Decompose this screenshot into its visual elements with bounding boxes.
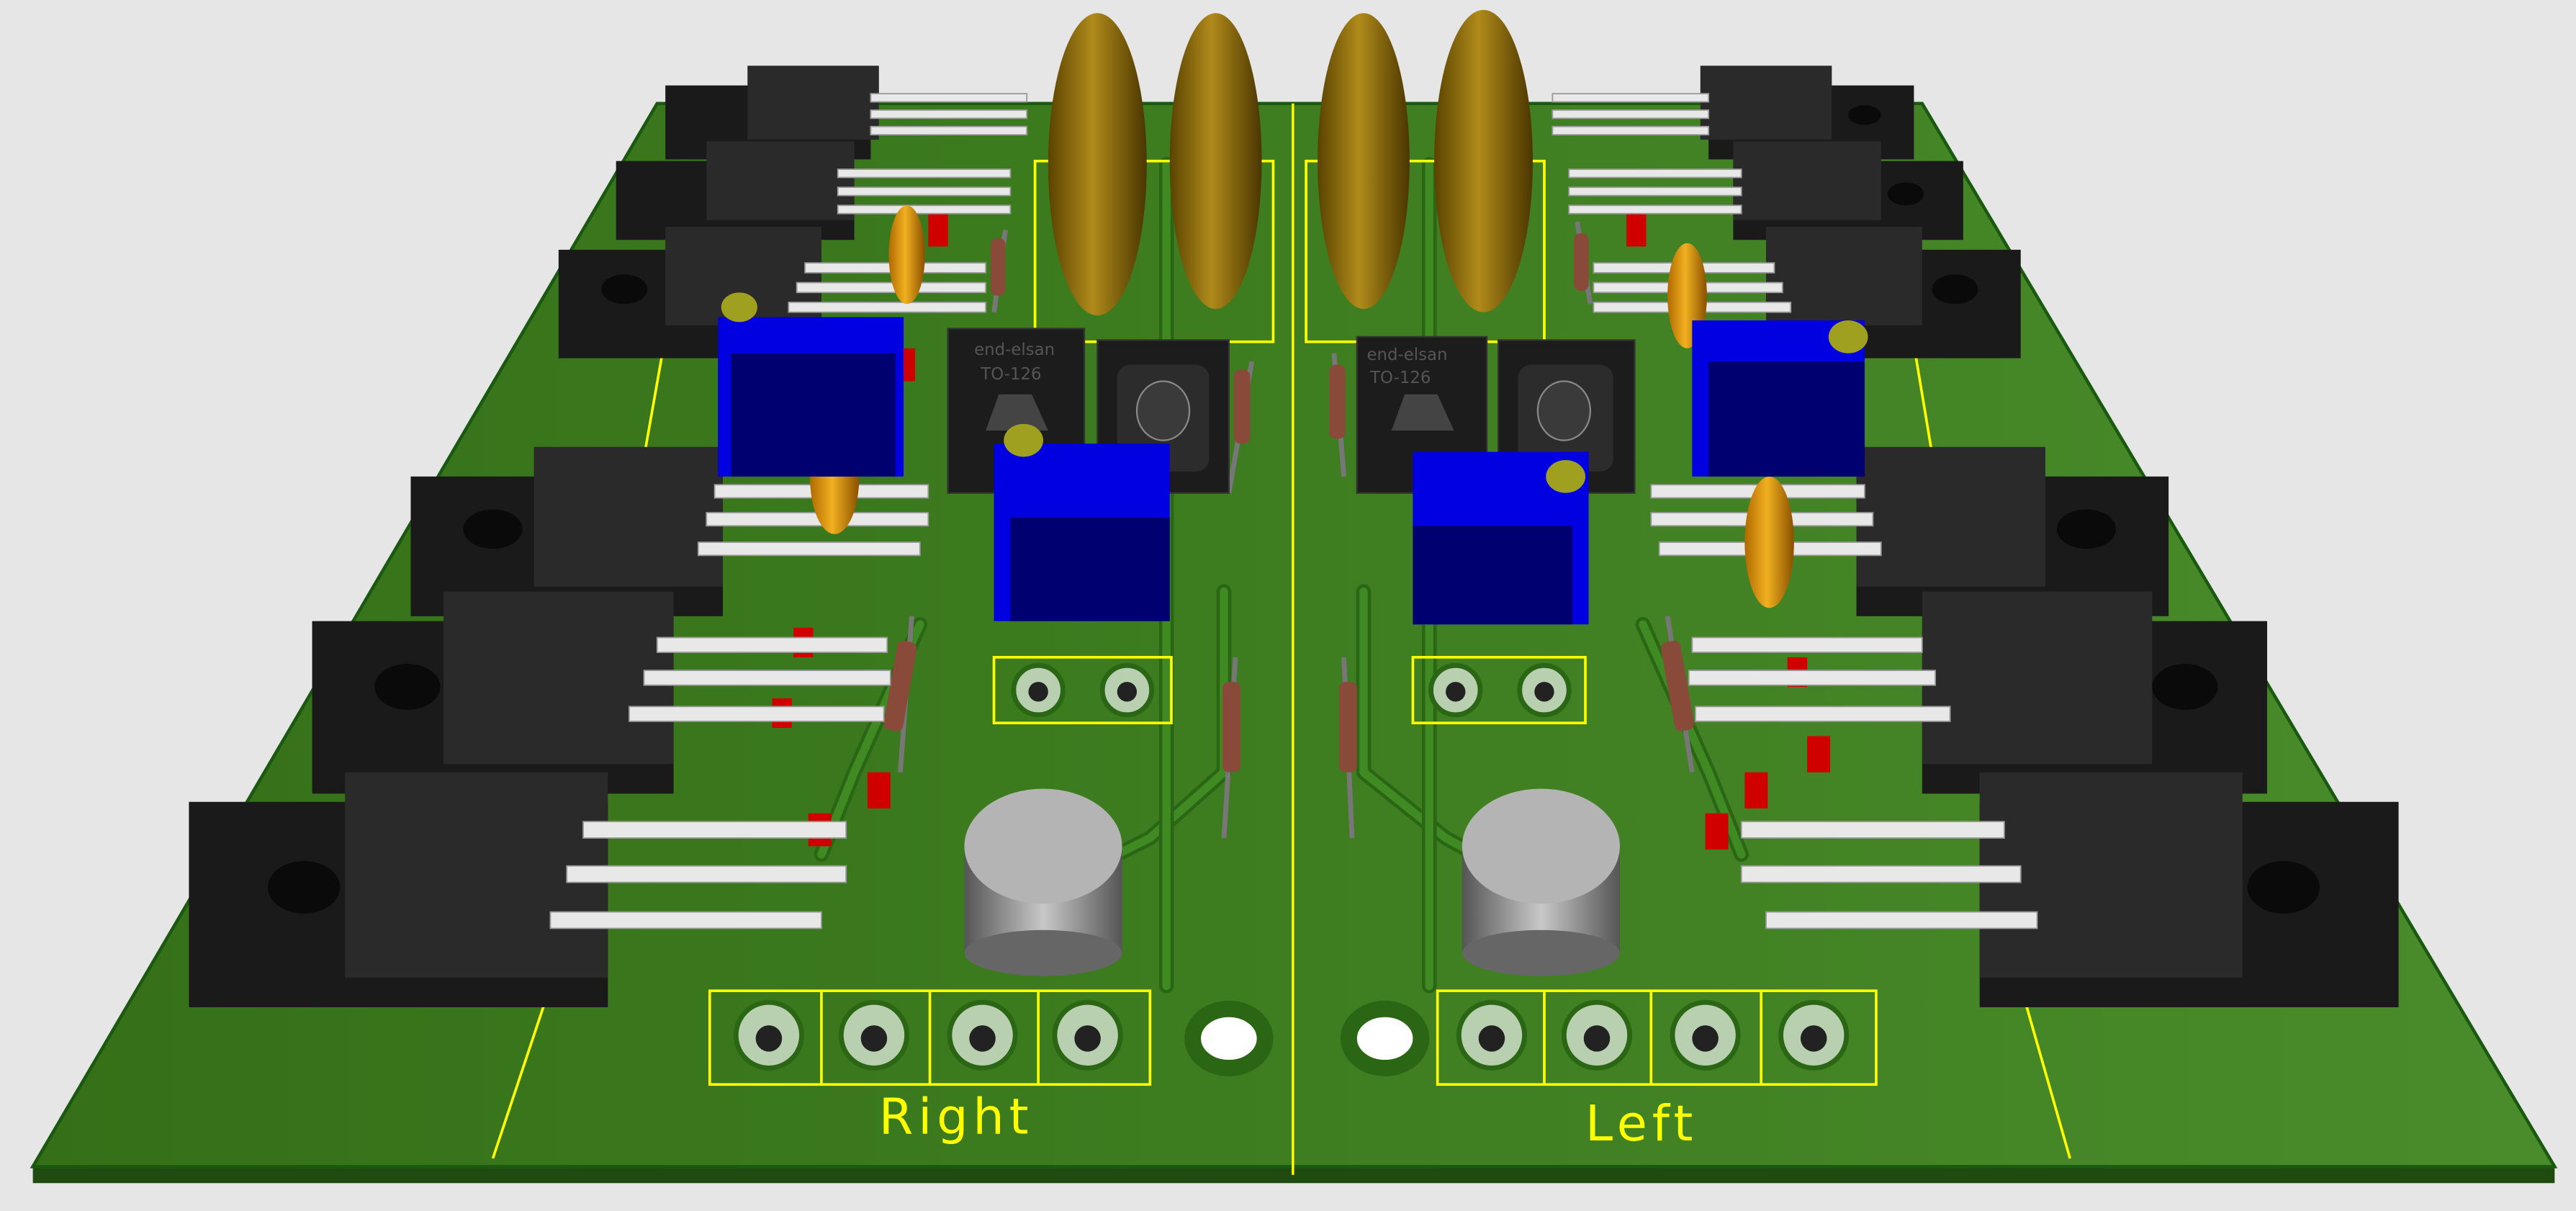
power-transistors-left-channel [1552,66,2399,1008]
capacitor [1744,476,1794,608]
capacitor [1048,13,1147,316]
capacitor [888,205,925,305]
channel-label-right: Right [879,1089,1033,1146]
capacitor [1434,9,1534,312]
resistor [1233,369,1251,444]
cylinder-component [964,788,1122,976]
component-marking: TO-126 [980,365,1041,384]
mounting-hole [1341,1000,1430,1076]
resistor [990,238,1006,296]
trimmer [718,292,904,477]
resistor [1661,641,1694,731]
mounting-hole [1184,1000,1274,1076]
input-pads [992,656,1587,725]
cylindrical-components [964,788,1620,976]
resistor-bodies [883,233,1694,773]
component-marking: end-elsan [974,341,1055,359]
mounting-holes [1184,1000,1430,1076]
resistor [1329,364,1346,439]
to220-transistor [1740,772,2399,1008]
output-terminal-right [708,989,1152,1086]
resistor [1338,682,1357,773]
output-terminal-left [1436,989,1878,1086]
power-transistors-right-channel [189,66,1028,1008]
resistor [1574,233,1589,291]
capacitor [1318,13,1410,310]
to220-transistor [189,772,847,1008]
component-marking: TO-126 [1369,369,1431,387]
resistor [883,641,917,731]
to220-transistor [1593,226,2021,359]
component-marking: end-elsan [1367,346,1448,364]
to220-transistor [312,591,891,794]
trimmer [994,423,1170,621]
capacitor [1169,13,1262,310]
channel-label-left: Left [1585,1095,1698,1153]
to220-transistor [1688,591,2268,794]
trimmer-potentiometers [718,292,1868,625]
trimmer [1413,451,1589,625]
resistor [1222,682,1240,773]
trimmer [1692,320,1868,477]
electrolytic-capacitors [1048,9,1534,316]
cylinder-component [1462,788,1620,976]
